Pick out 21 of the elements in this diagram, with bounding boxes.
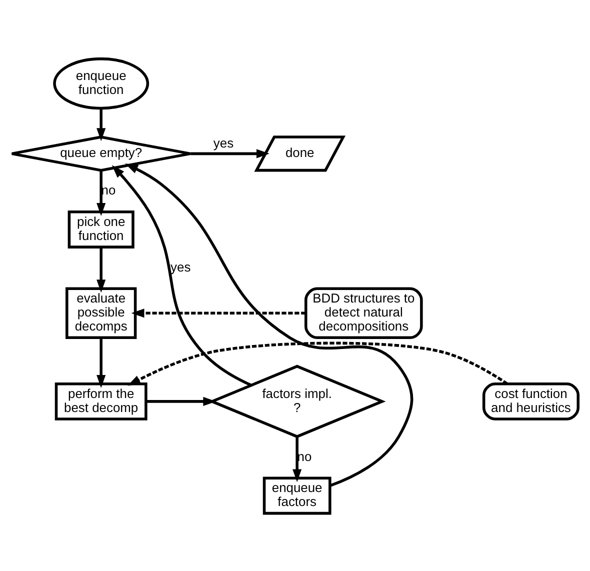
arrow — [128, 341, 508, 386]
arrow — [131, 308, 306, 318]
node-ellipse: enqueue function — [53, 56, 150, 110]
arrow — [96, 337, 106, 388]
arrow — [146, 396, 216, 406]
arrow — [96, 246, 106, 292]
arrow — [96, 170, 106, 216]
edge-label: yes — [213, 134, 234, 150]
arrow — [112, 164, 252, 386]
edge-label: yes — [170, 258, 191, 274]
node-diamond: queue empty? — [10, 135, 192, 172]
node-box: enqueue factors — [262, 476, 332, 514]
arrow — [125, 163, 414, 486]
node-box: evaluate possible decomps — [66, 286, 137, 339]
node-box: pick one function — [68, 210, 134, 248]
arrow — [190, 148, 270, 158]
node-box: perform the best decomp — [54, 382, 148, 420]
arrow — [96, 108, 106, 141]
node-box: cost function and heuristics — [482, 382, 580, 420]
arrow — [292, 436, 302, 482]
node-box: BDD structures to detect natural decompositions — [304, 286, 423, 339]
